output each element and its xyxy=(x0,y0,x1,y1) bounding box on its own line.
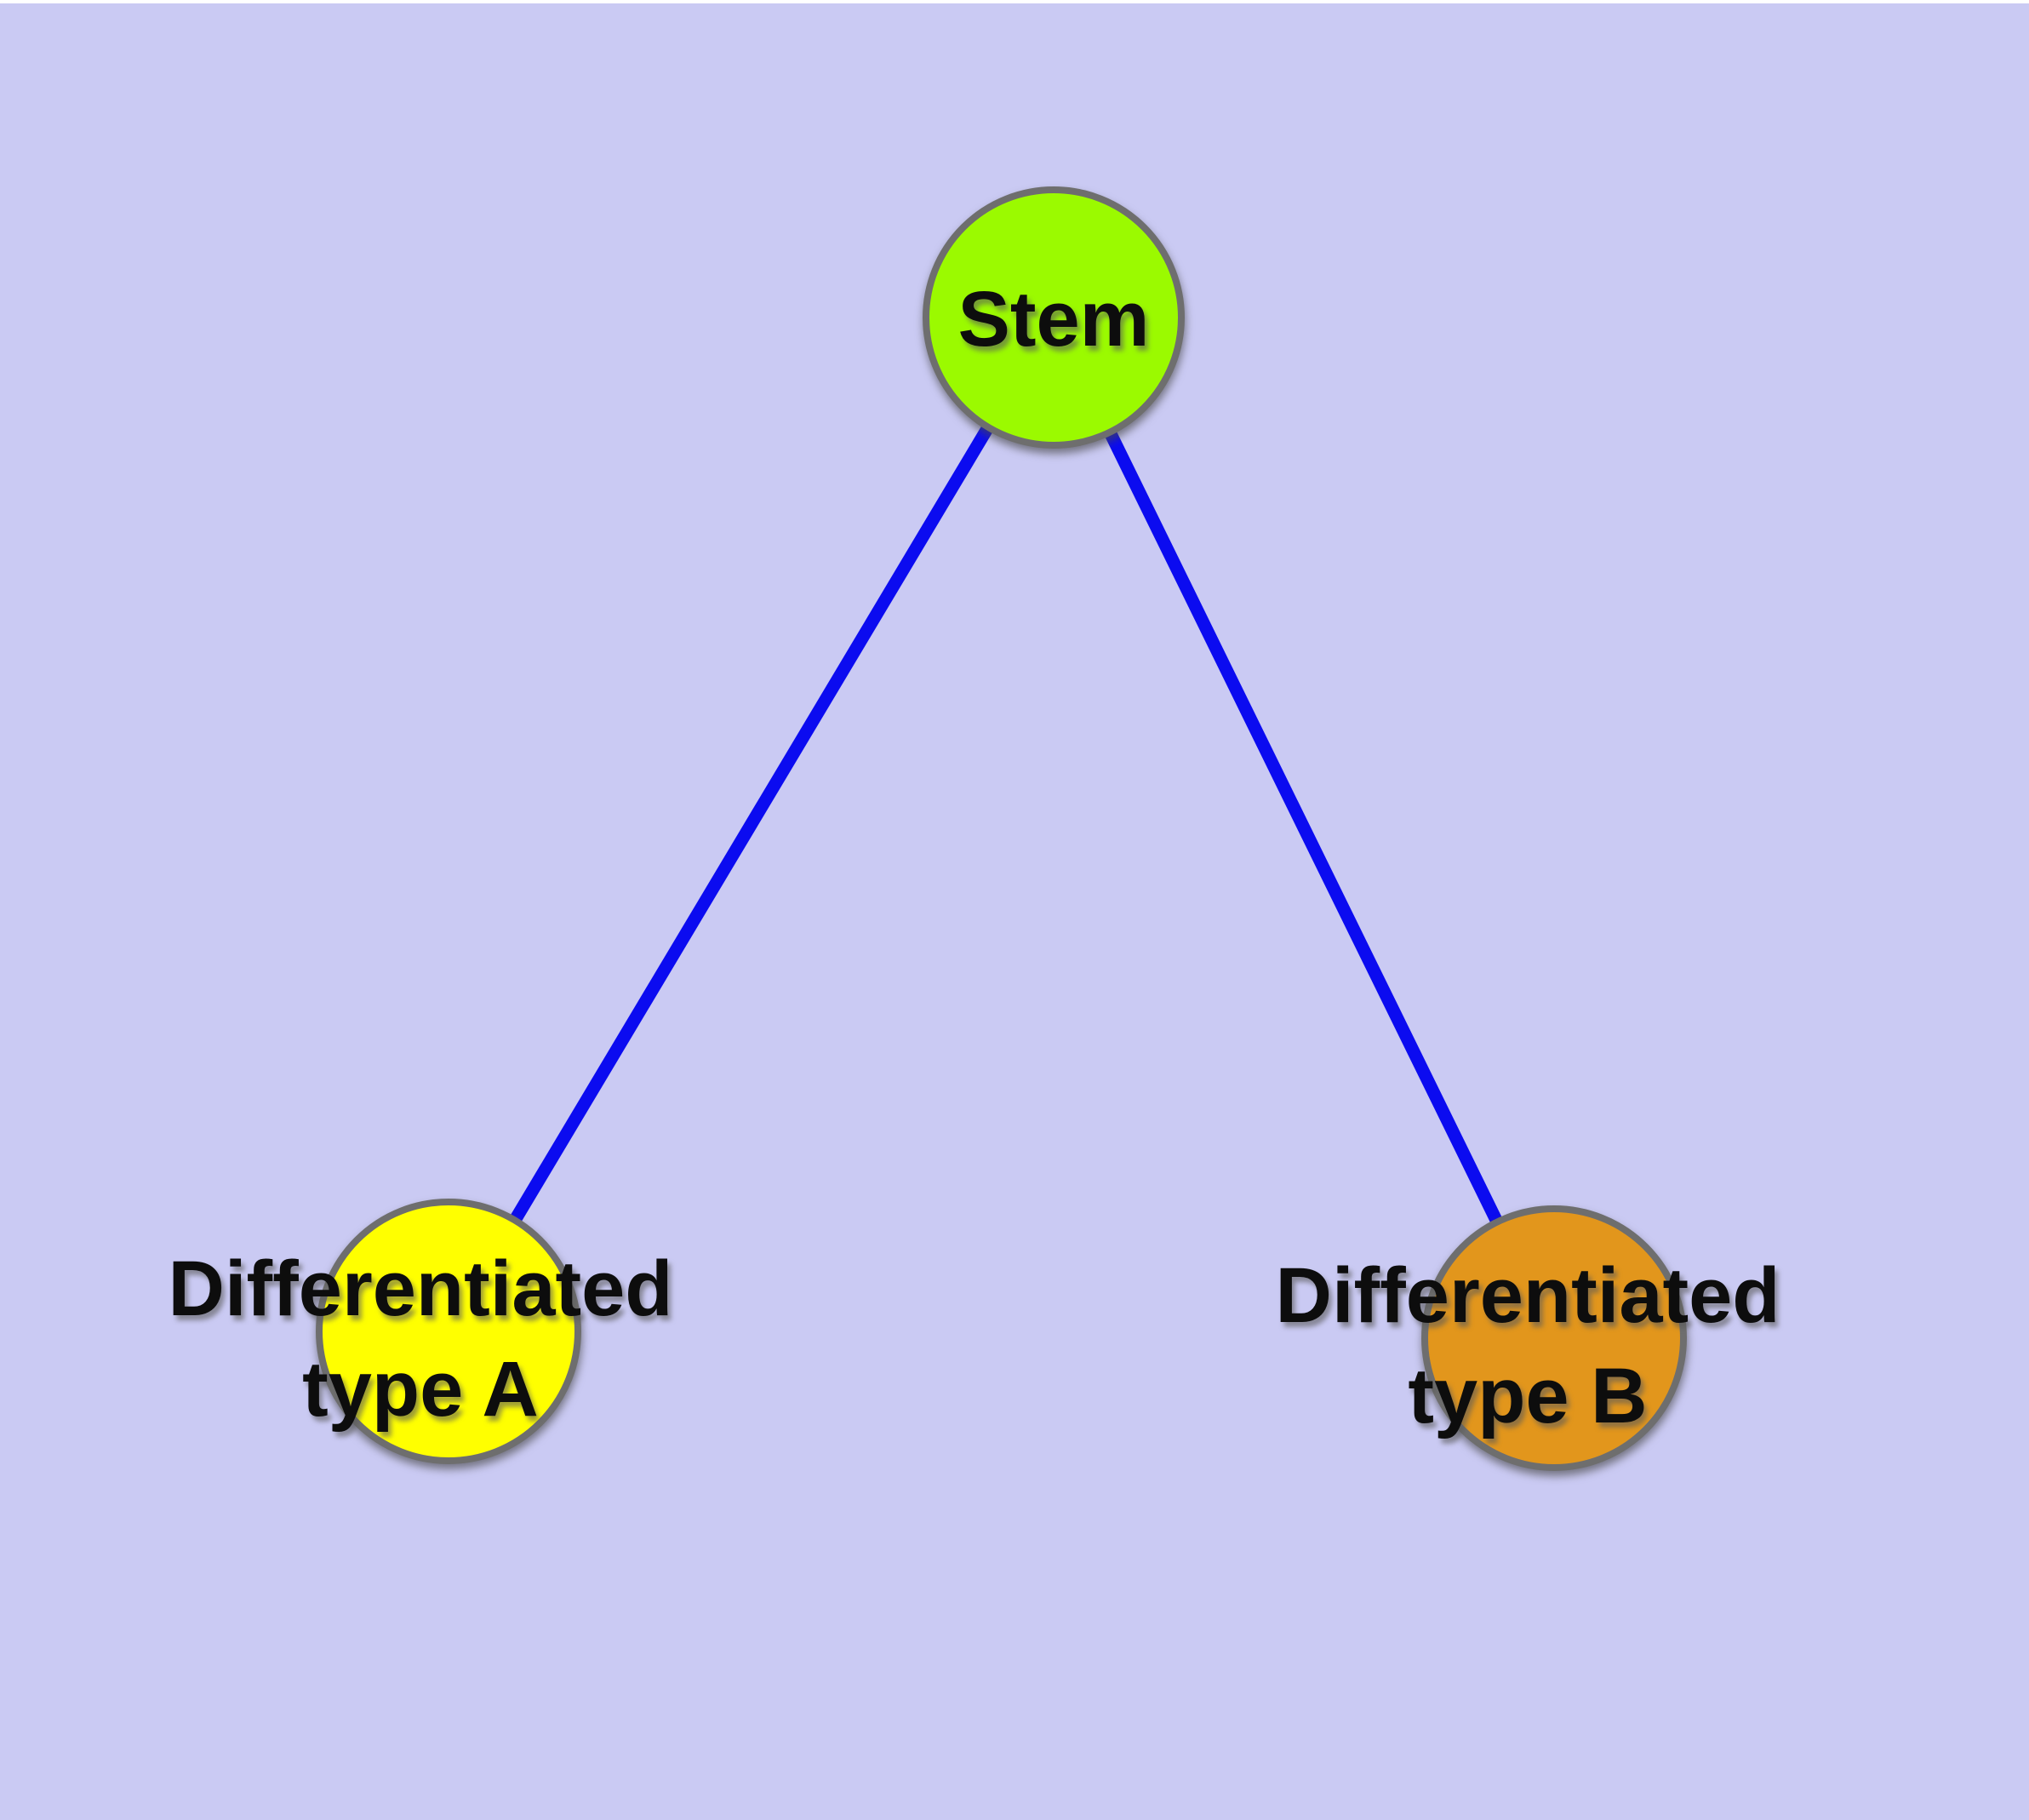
node-type-a-label-line2: type A xyxy=(302,1346,539,1433)
node-type-a-label-line1: Differentiated xyxy=(169,1245,673,1332)
node-layer xyxy=(316,186,1687,1471)
node-stem[interactable] xyxy=(923,186,1185,449)
edge-layer xyxy=(443,314,1560,1342)
edge-stem-to-type-a[interactable] xyxy=(443,314,1060,1335)
edge-stem-to-type-b[interactable] xyxy=(1048,314,1560,1342)
node-type-b-label-line1: Differentiated xyxy=(1276,1252,1780,1339)
node-stem-label: Stem xyxy=(958,276,1150,363)
label-layer: Stem Differentiated type A Differentiate… xyxy=(169,276,1780,1439)
node-differentiated-type-a[interactable] xyxy=(316,1199,581,1464)
node-differentiated-type-b[interactable] xyxy=(1421,1205,1687,1471)
node-type-b-label-line2: type B xyxy=(1408,1353,1647,1439)
